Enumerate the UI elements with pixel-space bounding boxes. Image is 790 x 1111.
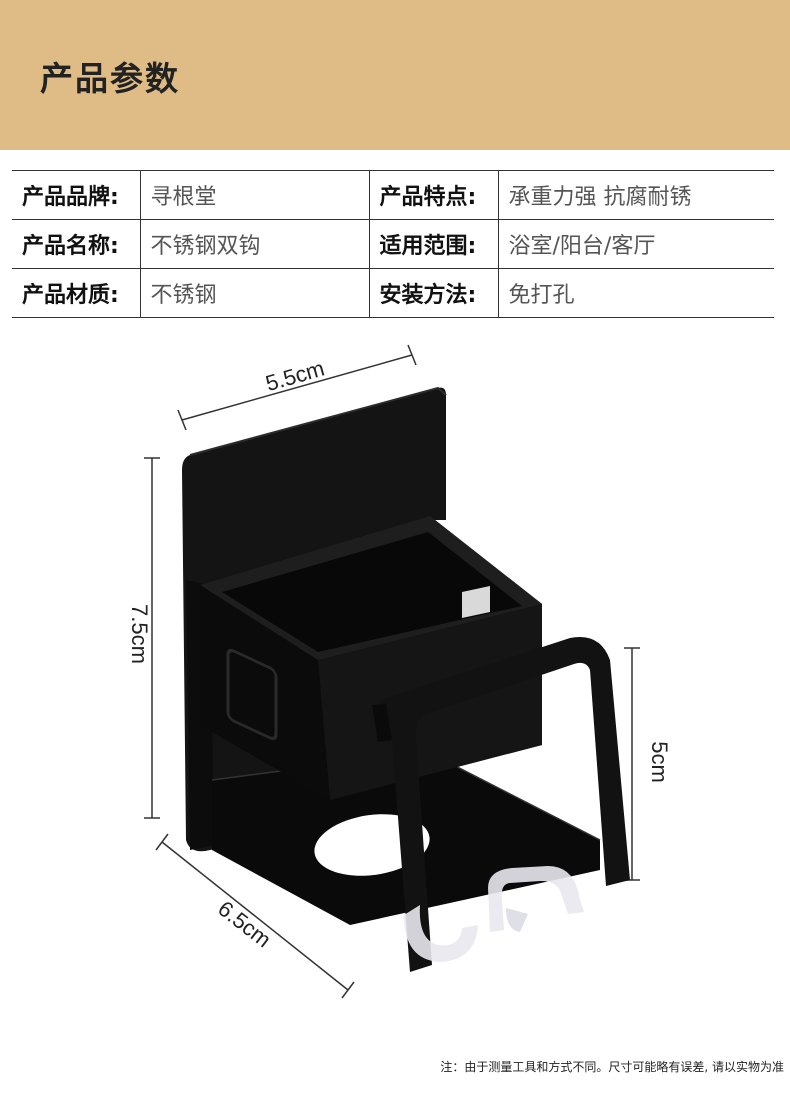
scope-label: 适用范围: xyxy=(369,219,499,269)
width-label: 5.5cm xyxy=(263,356,327,397)
brand-label: 产品品牌: xyxy=(12,170,141,220)
material-label: 产品材质: xyxy=(12,268,141,318)
install-value: 免打孔 xyxy=(498,268,774,318)
feature-value: 承重力强 抗腐耐锈 xyxy=(498,170,774,220)
header-banner: 产品参数 xyxy=(0,0,790,150)
name-value: 不锈钢双钩 xyxy=(140,219,370,269)
spec-row: 产品材质: 不锈钢 安装方法: 免打孔 xyxy=(12,268,774,318)
depth-label: 6.5cm xyxy=(213,896,276,953)
page-title: 产品参数 xyxy=(40,59,180,98)
measurement-note: 注：由于测量工具和方式不同。尺寸可能略有误差, 请以实物为准 xyxy=(440,1060,784,1074)
material-value: 不锈钢 xyxy=(140,268,370,318)
spec-row: 产品品牌: 寻根堂 产品特点: 承重力强 抗腐耐锈 xyxy=(12,170,774,220)
height-label: 7.5cm xyxy=(127,604,152,664)
hook-height-label: 5cm xyxy=(647,741,672,783)
install-label: 安装方法: xyxy=(369,268,499,318)
spec-table: 产品品牌: 寻根堂 产品特点: 承重力强 抗腐耐锈 产品名称: 不锈钢双钩 适用… xyxy=(12,170,774,318)
name-label: 产品名称: xyxy=(12,219,141,269)
spec-row: 产品名称: 不锈钢双钩 适用范围: 浴室/阳台/客厅 xyxy=(12,219,774,269)
hook-height-dimension: 5cm xyxy=(624,647,672,881)
holder-product xyxy=(182,386,630,972)
feature-label: 产品特点: xyxy=(369,170,499,220)
product-figure: 5.5cm 7.5cm 6.5cm 5cm xyxy=(127,344,672,999)
scope-value: 浴室/阳台/客厅 xyxy=(498,219,774,269)
brand-value: 寻根堂 xyxy=(140,170,370,220)
height-dimension: 7.5cm xyxy=(127,457,160,819)
